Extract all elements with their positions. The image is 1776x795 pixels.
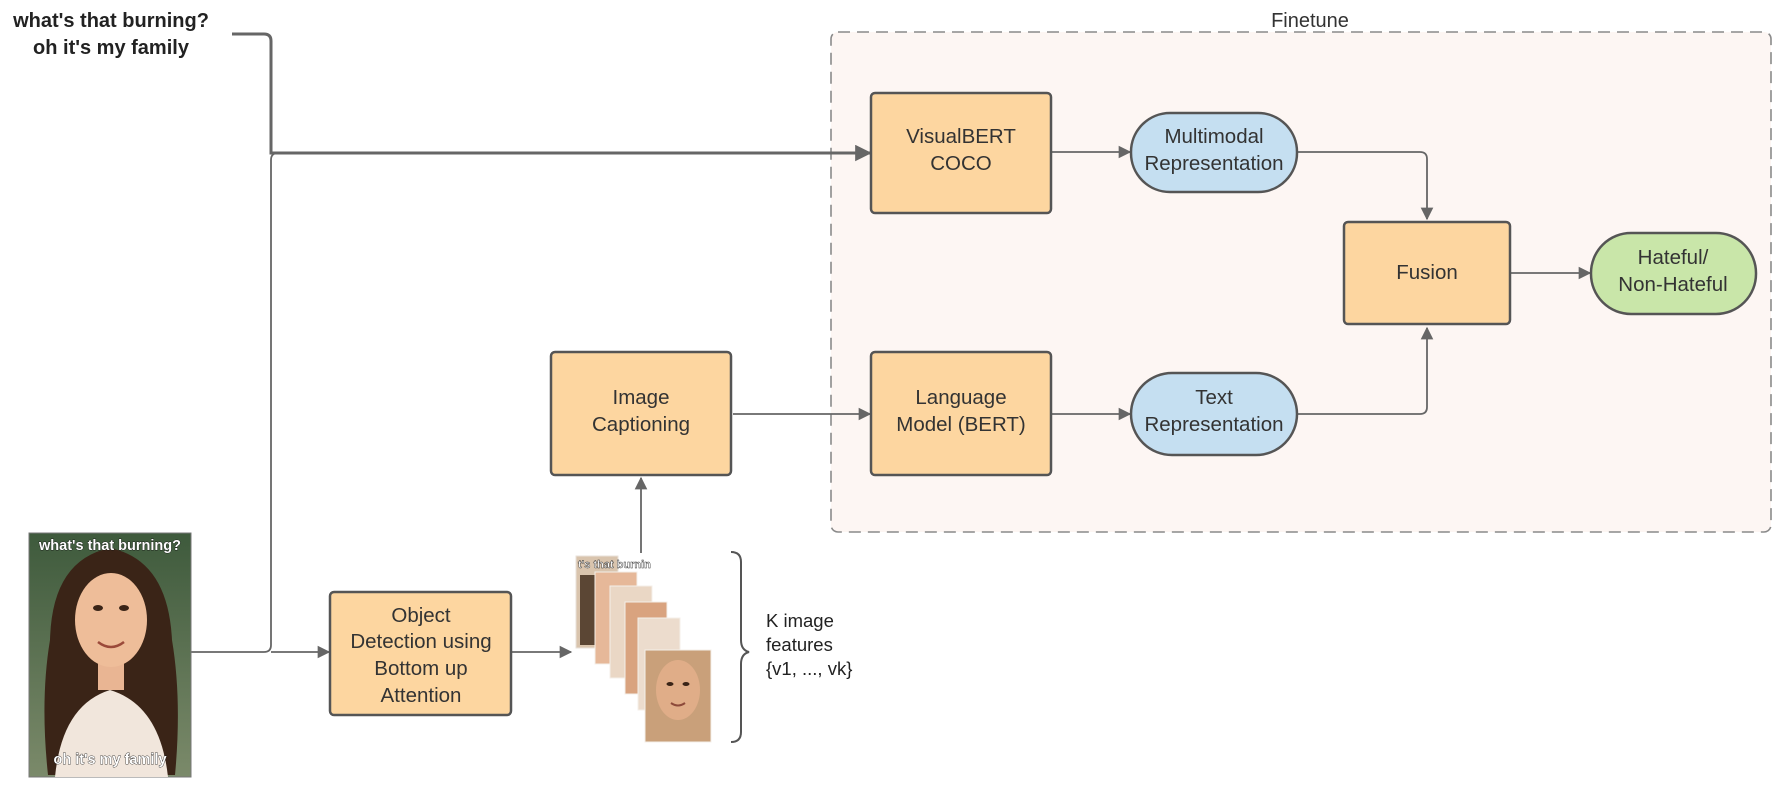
edges xyxy=(191,32,1592,659)
input-text-line1: what's that burning? xyxy=(12,10,209,32)
node-multimodal-representation: Multimodal Representation xyxy=(1129,111,1299,194)
node-object-detection-line3: Bottom up xyxy=(374,657,467,680)
node-multimodal-line2: Representation xyxy=(1144,152,1283,175)
feature-crop-caption: t's that burnin xyxy=(578,559,651,571)
node-visualbert-line1: VisualBERT xyxy=(906,125,1016,148)
node-image-captioning: Image Captioning xyxy=(549,350,733,477)
input-text-line2: oh it's my family xyxy=(33,37,190,59)
node-text-representation: Text Representation xyxy=(1129,371,1299,457)
meme-eye-right xyxy=(119,605,129,611)
meme-top-caption: what's that burning? xyxy=(38,538,181,554)
meme-eye-left xyxy=(93,605,103,611)
node-language-model-line2: Model (BERT) xyxy=(896,413,1026,436)
node-output-line2: Non-Hateful xyxy=(1618,273,1727,296)
node-fusion: Fusion xyxy=(1342,220,1512,326)
node-object-detection-line1: Object xyxy=(391,604,451,627)
edge-image-to-visualbert xyxy=(191,152,279,653)
node-language-model-line1: Language xyxy=(915,386,1006,409)
feature-brace xyxy=(730,551,750,743)
node-visualbert-line2: COCO xyxy=(930,152,992,175)
edge-text-to-visualbert xyxy=(232,32,872,162)
node-object-detection-line4: Attention xyxy=(381,684,462,707)
meme-image: what's that burning? oh it's my family xyxy=(28,532,192,778)
finetune-label: Finetune xyxy=(1271,10,1349,32)
meme-face-shape xyxy=(75,573,147,667)
node-multimodal-line1: Multimodal xyxy=(1164,125,1263,148)
features-label-line1: K image xyxy=(766,610,834,631)
node-object-detection: Object Detection using Bottom up Attenti… xyxy=(328,590,513,717)
node-text-rep-line1: Text xyxy=(1195,386,1233,409)
node-language-model: Language Model (BERT) xyxy=(869,350,1053,477)
node-text-rep-line2: Representation xyxy=(1144,413,1283,436)
node-fusion-line1: Fusion xyxy=(1396,261,1458,284)
finetune-region xyxy=(830,31,1772,533)
node-object-detection-line2: Detection using xyxy=(350,630,491,653)
edge-text-rep-to-fusion xyxy=(1298,326,1434,415)
meme-smile xyxy=(97,640,125,649)
node-visualbert: VisualBERT COCO xyxy=(869,91,1053,215)
meme-blouse-shape xyxy=(55,690,168,777)
edge-multimodal-to-fusion xyxy=(1298,151,1434,221)
node-output-line1: Hateful/ xyxy=(1638,246,1709,269)
features-label-line3: {v1, ..., vk} xyxy=(766,658,852,679)
image-feature-stack: t's that burnin xyxy=(575,555,712,743)
node-image-captioning-line2: Captioning xyxy=(592,413,690,436)
features-label-line2: features xyxy=(766,634,833,655)
node-image-captioning-line1: Image xyxy=(613,386,670,409)
node-output: Hateful/ Non-Hateful xyxy=(1589,231,1758,316)
meme-bottom-caption: oh it's my family xyxy=(53,752,166,768)
feature-crop xyxy=(644,649,712,743)
